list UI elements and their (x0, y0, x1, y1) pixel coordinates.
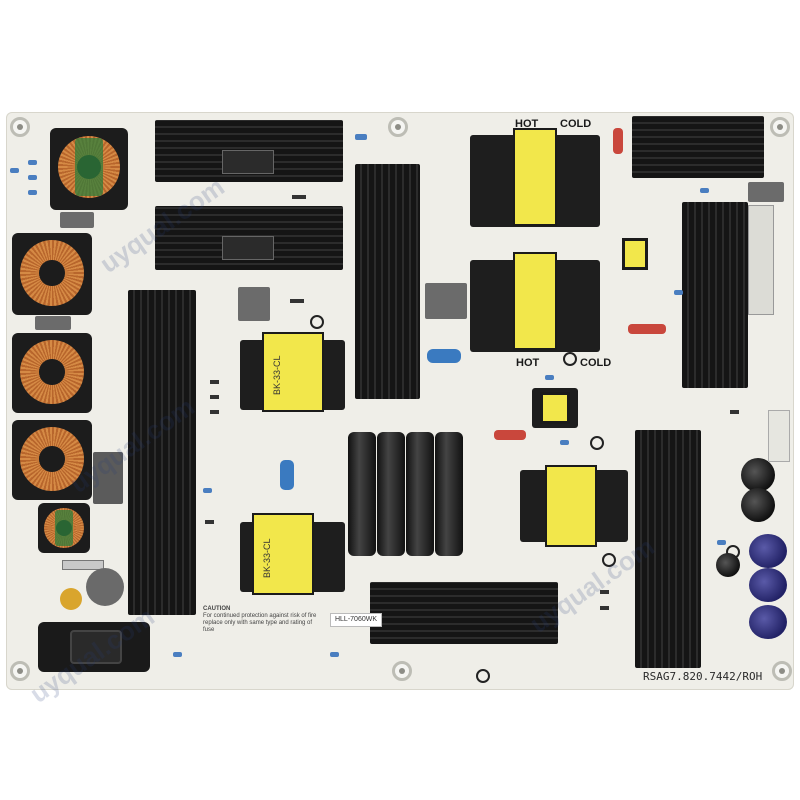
hot-label-mid: HOT (516, 357, 540, 369)
test-ring (563, 352, 577, 366)
test-ring (590, 436, 604, 450)
capacitor (749, 605, 787, 639)
heatsink (635, 430, 701, 668)
test-ring (310, 315, 324, 329)
hot-label-top: HOT (515, 118, 539, 130)
smd-part (600, 590, 609, 594)
blue-capacitor (700, 188, 709, 193)
capacitor (716, 553, 740, 577)
test-ring (602, 553, 616, 567)
electrolytic-capacitor (435, 432, 463, 556)
cold-label-mid: COLD (580, 357, 612, 369)
fuse (62, 560, 104, 570)
green-winding (55, 510, 73, 546)
film-capacitor (427, 349, 461, 363)
green-winding (75, 138, 103, 196)
mounting-hole (10, 661, 30, 681)
connector (768, 410, 790, 462)
inductor (238, 287, 270, 321)
toroid-coil (20, 340, 84, 404)
blue-capacitor (560, 440, 569, 445)
cold-label-top: COLD (560, 118, 592, 130)
capacitor (741, 458, 775, 492)
smd-part (210, 380, 219, 384)
heatsink (682, 202, 748, 388)
capacitor (749, 534, 787, 568)
heatsink (370, 582, 558, 644)
caution-block: CAUTION For continued protection against… (203, 606, 323, 650)
connector (748, 205, 774, 315)
toroid-coil (20, 427, 84, 491)
resistor (628, 324, 666, 334)
transformer (262, 332, 324, 412)
transistor (222, 150, 274, 174)
part-number: RSAG7.820.7442/ROH (643, 670, 763, 683)
smd-part (205, 520, 214, 524)
mounting-hole (772, 661, 792, 681)
diode (290, 299, 304, 303)
caution-text: For continued protection against risk of… (203, 613, 317, 633)
electrolytic-capacitor (377, 432, 405, 556)
transistor (222, 236, 274, 260)
blue-capacitor (28, 160, 37, 165)
mounting-hole (10, 117, 30, 137)
heatsink (355, 164, 420, 399)
transformer (513, 128, 557, 226)
smd-part (730, 410, 739, 414)
blue-capacitor (10, 168, 19, 173)
transformer (513, 252, 557, 350)
mounting-hole (770, 117, 790, 137)
transformer (252, 513, 314, 595)
mounting-hole (388, 117, 408, 137)
sticker: HLL-7060WK (330, 613, 382, 627)
blue-capacitor (674, 290, 683, 295)
blue-capacitor (203, 488, 212, 493)
connector (748, 182, 784, 202)
smd-part (600, 606, 609, 610)
caution-title: CAUTION (203, 606, 231, 612)
relay (60, 212, 94, 228)
film-capacitor (280, 460, 294, 490)
toroid-coil (20, 240, 84, 306)
relay (35, 316, 71, 330)
smd-part (210, 395, 219, 399)
thermistor (60, 588, 82, 610)
blue-capacitor (330, 652, 339, 657)
blue-capacitor (28, 190, 37, 195)
small-transformer (622, 238, 648, 270)
inductor (425, 283, 467, 319)
relay (93, 452, 123, 504)
mounting-hole (392, 661, 412, 681)
small-transformer (540, 392, 570, 424)
transformer (545, 465, 597, 547)
diode (292, 195, 306, 199)
test-ring (476, 669, 490, 683)
resistor (494, 430, 526, 440)
blue-capacitor (355, 134, 367, 140)
blue-capacitor (545, 375, 554, 380)
blue-capacitor (717, 540, 726, 545)
transformer-label: BK-33-CL (262, 538, 272, 578)
blue-capacitor (28, 175, 37, 180)
varistor (86, 568, 124, 606)
smd-part (210, 410, 219, 414)
heatsink (128, 290, 196, 615)
heatsink (632, 116, 764, 178)
transformer-label: BK-33-CL (272, 355, 282, 395)
electrolytic-capacitor (406, 432, 434, 556)
capacitor (749, 568, 787, 602)
electrolytic-capacitor (348, 432, 376, 556)
capacitor (741, 488, 775, 522)
resistor (613, 128, 623, 154)
ac-inlet-socket (70, 630, 122, 664)
blue-capacitor (173, 652, 182, 657)
